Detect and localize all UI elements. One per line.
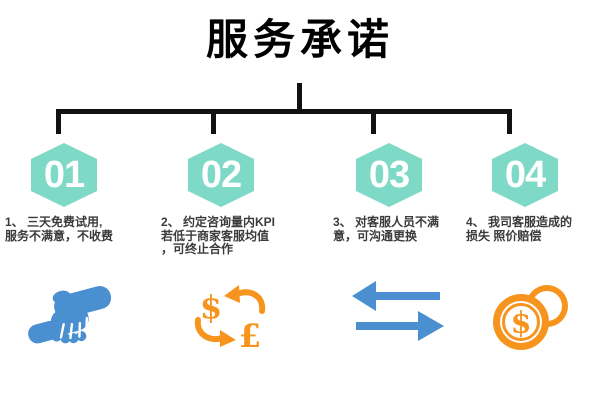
hexagon-number-3: 03	[368, 153, 410, 196]
currency-exchange-icon: $ £	[194, 285, 266, 349]
connector-horizontal-bar	[56, 109, 512, 114]
note-line: 4、 我司客服造成的	[466, 215, 573, 229]
note-line: 若低于商家客服均值	[161, 228, 270, 243]
hexagon-badge-2: 02	[188, 143, 254, 207]
dollar-symbol: $	[200, 288, 222, 326]
connector-stem	[297, 83, 302, 111]
hexagon-badge-1: 01	[31, 143, 97, 207]
hexagon-number-2: 02	[200, 153, 242, 196]
handshake-icon	[28, 285, 112, 344]
note-item-1: 1、 三天免费试用, 服务不满意，不收费	[5, 215, 114, 243]
note-line: 服务不满意，不收费	[5, 228, 114, 243]
note-line: 1、 三天免费试用,	[5, 215, 103, 229]
connector-drop-2	[211, 109, 216, 134]
note-line: ，可终止合作	[161, 242, 234, 256]
hexagon-number-4: 04	[504, 153, 546, 196]
note-line: 损失 照价赔偿	[466, 228, 542, 243]
note-item-3: 3、 对客服人员不满 意，可沟通更换	[333, 215, 440, 243]
connector-drop-3	[371, 109, 376, 134]
hexagon-badge-3: 03	[356, 143, 422, 207]
connector-drop-1	[56, 109, 61, 134]
coin-dollar-symbol: $	[511, 306, 532, 341]
pound-symbol: £	[239, 317, 261, 349]
note-line: 意，可沟通更换	[333, 228, 418, 243]
hexagon-badge-4: 04	[492, 143, 558, 207]
hexagon-number-1: 01	[43, 153, 85, 196]
note-line: 2、 约定咨询量内KPI	[161, 215, 276, 229]
transfer-arrows-icon	[352, 281, 444, 341]
connector-drop-4	[507, 109, 512, 134]
note-item-2: 2、 约定咨询量内KPI 若低于商家客服均值 ，可终止合作	[161, 215, 276, 257]
coins-icon: $	[493, 285, 568, 350]
page-title: 服务承诺	[205, 16, 394, 63]
note-item-4: 4、 我司客服造成的 损失 照价赔偿	[466, 215, 573, 243]
note-line: 3、 对客服人员不满	[333, 215, 440, 229]
